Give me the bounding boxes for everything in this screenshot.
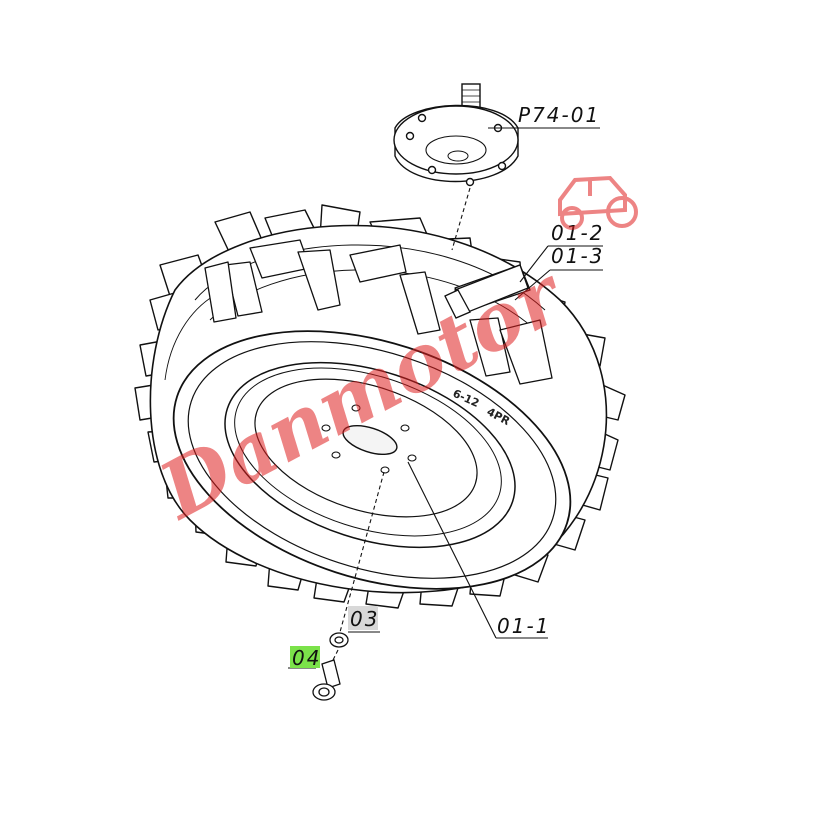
- callout-01-1: 01-1: [497, 614, 550, 638]
- rim-bolt-holes: [321, 404, 417, 474]
- label-04-highlight: [290, 646, 320, 668]
- tire-face-lugs: [204, 239, 553, 385]
- washer-03: [329, 632, 349, 648]
- callout-03: 03: [350, 607, 379, 631]
- callout-p74-01: P74-01: [518, 103, 600, 127]
- label-03-shade: [348, 606, 378, 630]
- tractor-icon: [558, 175, 638, 230]
- bolt-04: [312, 659, 341, 701]
- callout-04: 04: [292, 646, 321, 670]
- wheel-rim: [172, 330, 572, 590]
- hub-flange: [393, 83, 519, 187]
- lug-insert: [444, 264, 529, 319]
- callout-01-3: 01-3: [551, 244, 604, 268]
